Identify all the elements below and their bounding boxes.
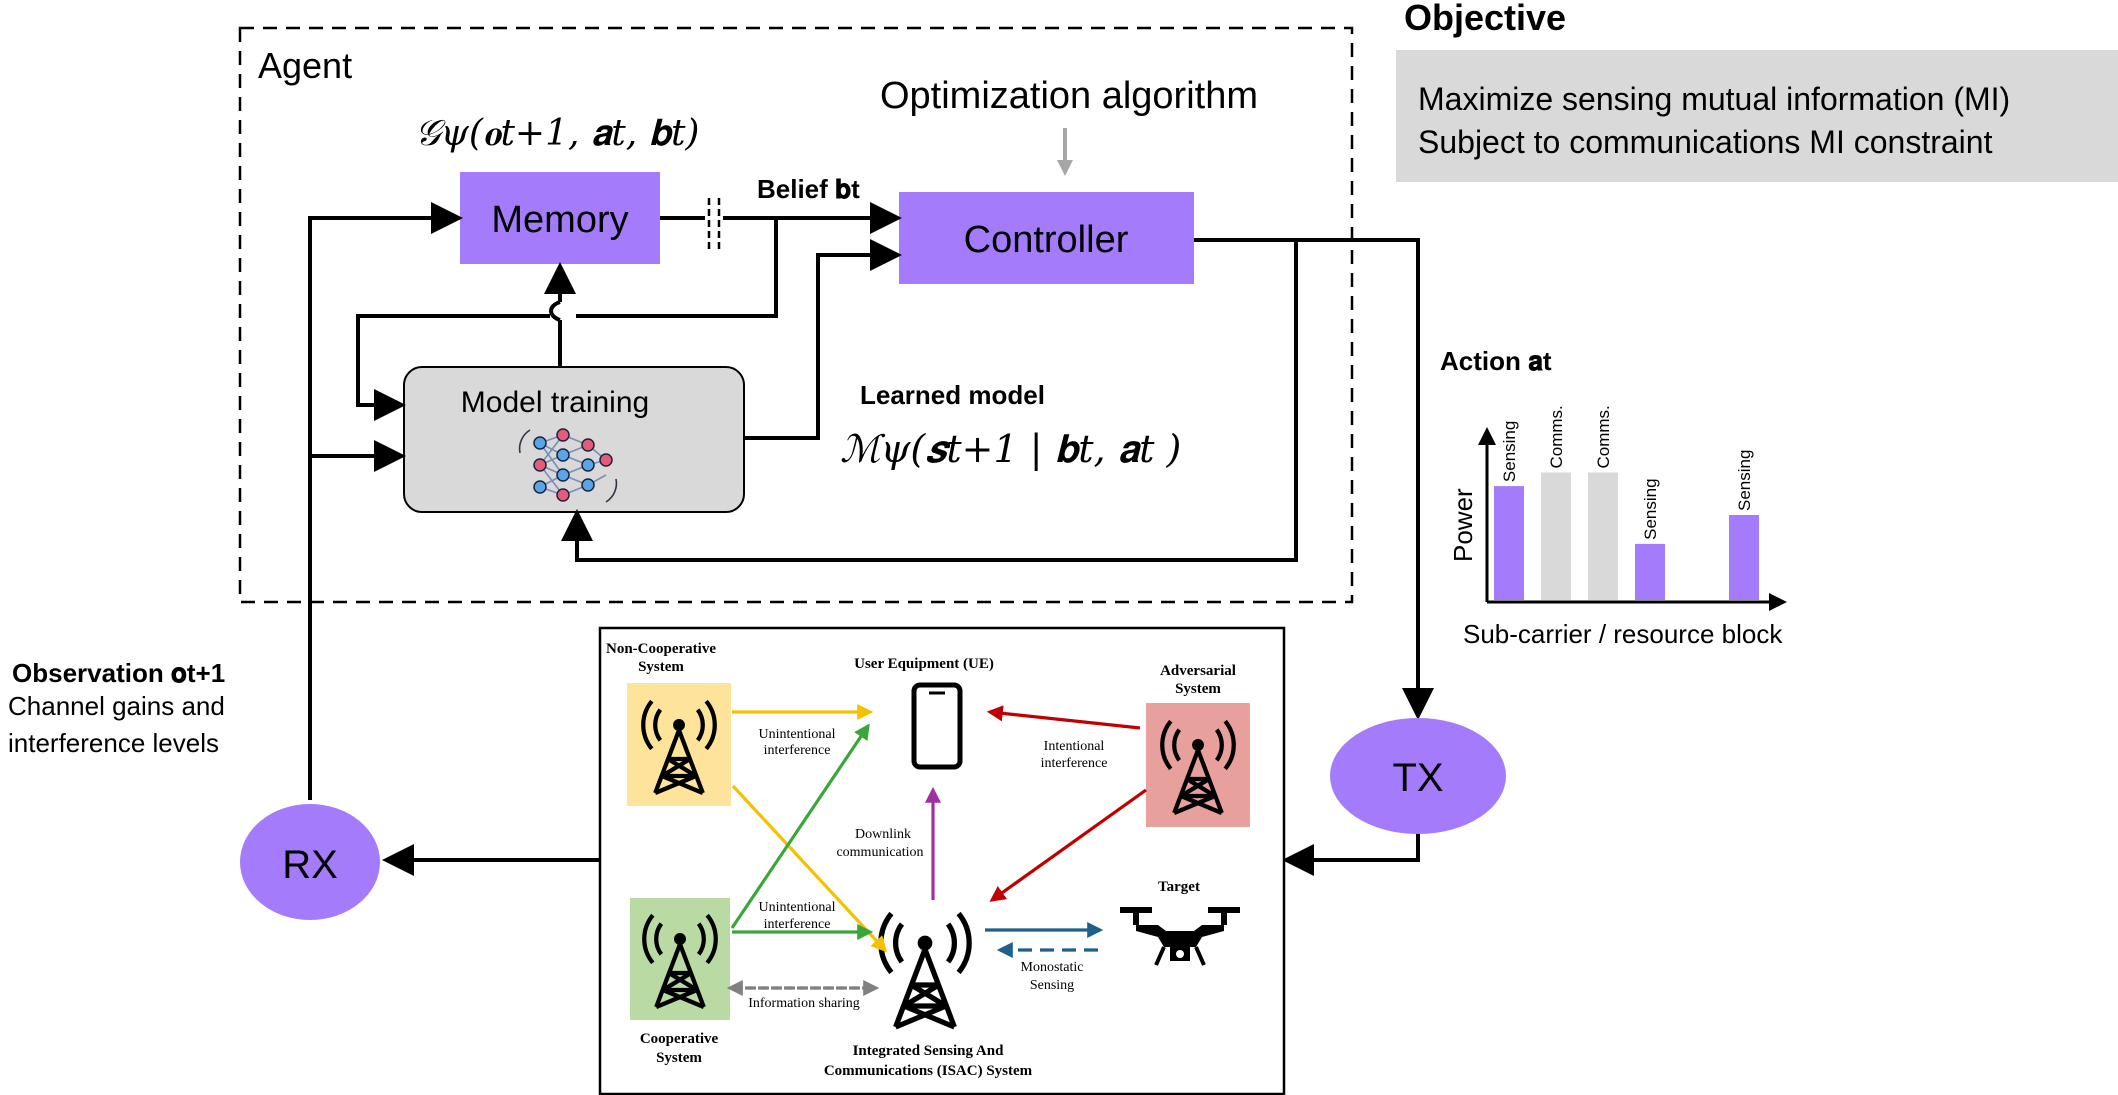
tx-node[interactable] xyxy=(1330,718,1506,834)
chart-bar xyxy=(1635,543,1665,600)
chart-bar-label: Sensing xyxy=(1500,421,1519,482)
memory-block[interactable] xyxy=(460,172,660,264)
controller-label: Controller xyxy=(964,219,1129,261)
memory-formula: 𝒢ψ(𝐨t+1, 𝐚t, 𝐛t) xyxy=(415,113,699,154)
unintentional-2a: Unintentional xyxy=(759,900,836,915)
chart-bar xyxy=(1588,472,1618,600)
chart-x-label: Sub-carrier / resource block xyxy=(1463,619,1783,649)
coop-system xyxy=(630,898,730,1020)
chart-bar-label: Sensing xyxy=(1735,450,1754,511)
action-title: Action 𝐚t xyxy=(1440,346,1552,376)
objective-line1: Maximize sensing mutual information (MI) xyxy=(1418,81,2010,117)
controller-block[interactable] xyxy=(899,192,1194,284)
tx-label: TX xyxy=(1392,756,1443,800)
chart-y-label: Power xyxy=(1448,488,1478,562)
adversarial-system xyxy=(1146,703,1250,827)
monostatic-a: Monostatic xyxy=(1021,960,1084,975)
intentional-b: interference xyxy=(1041,756,1108,771)
drone-icon xyxy=(1120,907,1240,966)
agent-boundary xyxy=(238,26,1354,604)
agent-connections xyxy=(308,202,1434,800)
downlink-b: communication xyxy=(836,845,923,860)
coop-label-2: System xyxy=(656,1050,702,1066)
tx-to-scenario-arrow xyxy=(1282,834,1420,876)
downlink-a: Downlink xyxy=(855,827,911,842)
unintentional-1b: interference xyxy=(764,743,831,758)
non-coop-system xyxy=(627,683,731,806)
target-label: Target xyxy=(1158,879,1200,895)
unintentional-2b: interference xyxy=(764,917,831,932)
rx-node[interactable] xyxy=(240,804,380,920)
chart-bar xyxy=(1541,472,1571,600)
neural-network-icon xyxy=(518,428,618,503)
learned-model-label: Learned model xyxy=(860,380,1045,410)
scenario-arrows xyxy=(726,704,1147,996)
belief-label: Belief 𝐛t xyxy=(757,174,860,204)
optimization-label: Optimization algorithm xyxy=(880,75,1258,117)
objective-line2: Subject to communications MI constraint xyxy=(1418,124,1993,160)
memory-label: Memory xyxy=(491,199,628,241)
adversarial-label-1: Adversarial xyxy=(1160,663,1236,679)
ue-label: User Equipment (UE) xyxy=(854,656,994,672)
objective-title: Objective xyxy=(1404,0,1566,38)
learned-model-formula: ℳψ(𝒔t+1 | 𝐛t, 𝐚t ) xyxy=(840,427,1181,471)
coop-label-1: Cooperative xyxy=(640,1031,719,1047)
adversarial-label-2: System xyxy=(1175,681,1221,697)
monostatic-b: Sensing xyxy=(1030,978,1074,993)
model-training-label: Model training xyxy=(461,386,649,419)
observation-line1: Channel gains and xyxy=(8,691,225,721)
unintentional-1a: Unintentional xyxy=(759,727,836,742)
observation-line2: interference levels xyxy=(8,728,219,758)
belief-break-marks xyxy=(707,198,721,252)
isac-label-2: Communications (ISAC) System xyxy=(824,1063,1033,1079)
agent-label: Agent xyxy=(258,45,352,86)
chart-bar-label: Comms. xyxy=(1547,405,1566,468)
action-chart: Power Sub-carrier / resource block Sensi… xyxy=(1448,405,1787,649)
non-coop-label-1: Non-Cooperative xyxy=(606,641,716,657)
chart-bar xyxy=(1494,486,1524,600)
intentional-a: Intentional xyxy=(1044,739,1105,754)
chart-bar xyxy=(1729,515,1759,600)
chart-bar-label: Sensing xyxy=(1641,478,1660,539)
rx-label: RX xyxy=(282,843,338,887)
non-coop-label-2: System xyxy=(638,659,684,675)
objective-box xyxy=(1396,50,2118,182)
observation-title: Observation 𝐨t+1 xyxy=(12,658,225,688)
info-sharing-label: Information sharing xyxy=(748,996,860,1011)
phone-icon xyxy=(911,682,963,770)
chart-bar-label: Comms. xyxy=(1594,405,1613,468)
isac-label-1: Integrated Sensing And xyxy=(853,1043,1005,1059)
